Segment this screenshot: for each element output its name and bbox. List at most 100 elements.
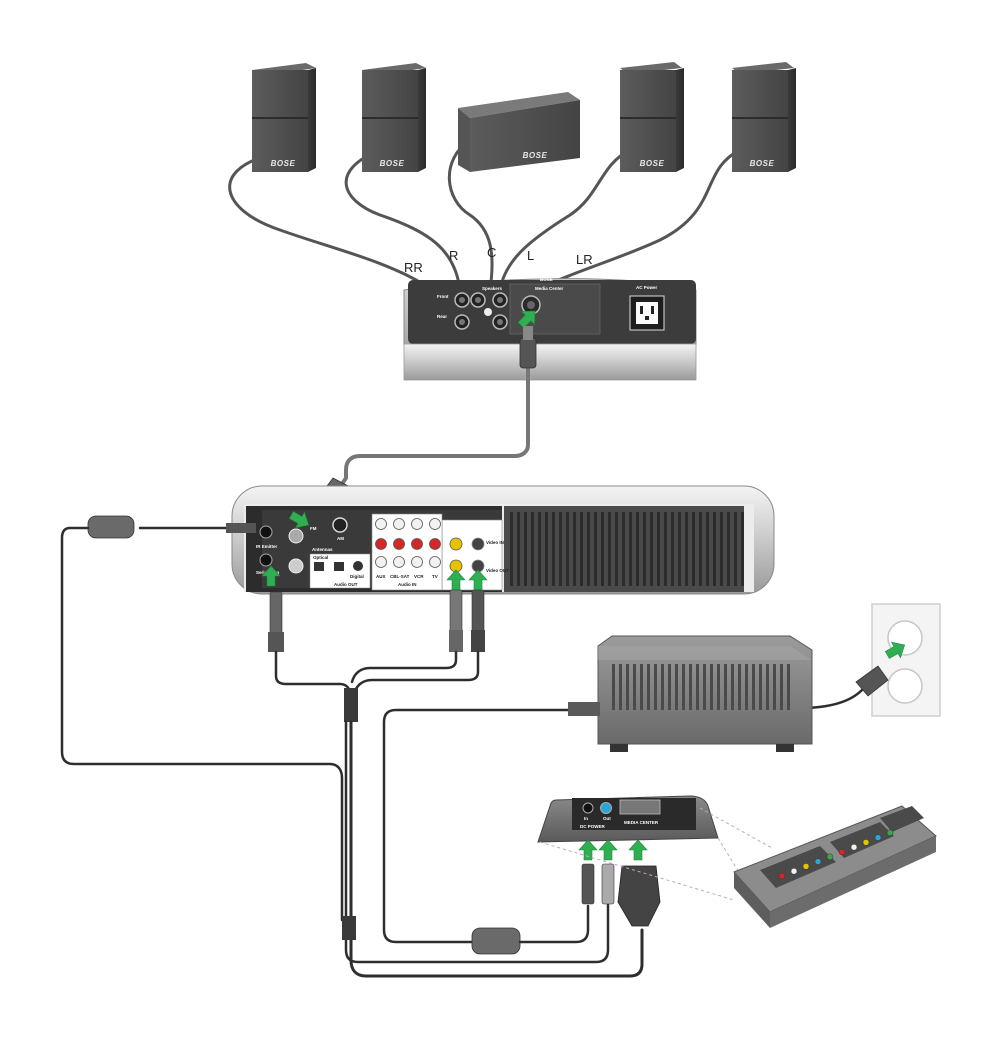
vent-slot (629, 512, 632, 586)
vent-slot (559, 512, 562, 586)
adapter-vent-slot (689, 664, 692, 710)
rca-jack (393, 538, 405, 550)
speaker-left: BOSE (620, 62, 684, 172)
adapter-vent-slot (696, 664, 699, 710)
vent-slot (657, 512, 660, 586)
vent-slot (608, 512, 611, 586)
console-jack (838, 848, 846, 856)
vent-slot (538, 512, 541, 586)
adapter-vent-slot (675, 664, 678, 710)
dc-power-label: DC POWER (580, 824, 606, 829)
channel-label-r: R (449, 248, 458, 263)
vent-slot (741, 512, 744, 586)
adapter-vent-slot (752, 664, 755, 710)
console-jacks (778, 829, 894, 880)
adapter-vent-slot (633, 664, 636, 710)
channel-label-c: C (487, 245, 496, 260)
wall-outlet (855, 603, 941, 717)
vent-slot (622, 512, 625, 586)
channel-label-lr: LR (576, 252, 593, 267)
channel-label-rr: RR (404, 260, 423, 275)
vent-slot (685, 512, 688, 586)
vent-slot (552, 512, 555, 586)
adapter-vent-slot (661, 664, 664, 710)
serial-data-jack (259, 553, 273, 567)
adapter-vent-slot (619, 664, 622, 710)
console-jack (886, 829, 894, 837)
vent-slot (531, 512, 534, 586)
vent-slot (517, 512, 520, 586)
speaker-jack-center (470, 292, 486, 308)
rca-jack (411, 556, 423, 568)
adapter-vent-slot (731, 664, 734, 710)
channel-label-l: L (527, 248, 534, 263)
media-center-unit: IR Emitter Serial Data FM AM Antennas Op… (231, 485, 775, 595)
vent-slot (706, 512, 709, 586)
speaker-brand-label: BOSE (640, 159, 665, 168)
am-antenna-jack (332, 517, 348, 533)
vent-slot (650, 512, 653, 586)
video-composite-jack (449, 537, 463, 573)
antennas-label: Antennas (312, 547, 333, 552)
rca-jack (375, 518, 387, 530)
rca-jack (429, 518, 441, 530)
rear-label: Rear (437, 314, 447, 319)
vent-slot (601, 512, 604, 586)
vent-slot (699, 512, 702, 586)
console-jack (790, 867, 798, 875)
speaker-jack-rear-right (454, 314, 470, 330)
array-brand-label: BOSE (540, 277, 553, 282)
adapter-vents (612, 664, 790, 710)
adapter-vent-slot (773, 664, 776, 710)
vent-slot (720, 512, 723, 586)
audio-in-label: Audio IN (398, 582, 417, 587)
adapter-vent-slot (759, 664, 762, 710)
am-label: AM (337, 536, 344, 541)
vent-slot (524, 512, 527, 586)
video-out-label: Video OUT (486, 568, 509, 573)
power-adapter (568, 635, 813, 752)
adapter-vent-slot (780, 664, 783, 710)
module-in-label: In (584, 816, 588, 821)
adapter-vent-slot (766, 664, 769, 710)
console-jack (814, 858, 822, 865)
speakers-label: Speakers (482, 286, 503, 291)
console-jack (802, 863, 810, 870)
ir-emitter-jack (259, 525, 273, 539)
adapter-vent-slot (738, 664, 741, 710)
cbl-sat-label: CBL-SAT (390, 574, 410, 579)
vent-slot (587, 512, 590, 586)
rca-jack (411, 538, 423, 550)
speaker-right: BOSE (362, 63, 426, 172)
speaker-rear-right: BOSE (252, 63, 316, 172)
optical-label: Optical (313, 555, 328, 560)
console-jack (850, 843, 858, 851)
module-out-label: Out (603, 816, 611, 821)
media-center-connector (619, 799, 661, 815)
vent-slot (678, 512, 681, 586)
speaker-brand-label: BOSE (271, 159, 296, 168)
ac-power-label: AC Power (636, 285, 658, 290)
adapter-vent-slot (682, 664, 685, 710)
console-jack (874, 834, 882, 841)
speaker-brand-label: BOSE (750, 159, 775, 168)
adapter-vent-slot (724, 664, 727, 710)
array-media-center-port (521, 295, 541, 315)
vent-slot (566, 512, 569, 586)
control-console (733, 805, 937, 928)
lower-cables (60, 515, 864, 978)
aux-label: AUX (376, 574, 386, 579)
adapter-vent-slot (640, 664, 643, 710)
media-center-vents (510, 512, 744, 586)
video-in-label: Video IN (486, 540, 504, 545)
audio-out-label: Audio OUT (334, 582, 358, 587)
interface-module: In Out DC POWER MEDIA CENTER (537, 795, 719, 927)
ir-emitter-label: IR Emitter (256, 544, 278, 549)
fm-label: FM (310, 526, 317, 531)
speaker-jack-rear-left (492, 314, 508, 330)
vent-slot (664, 512, 667, 586)
adapter-vent-slot (654, 664, 657, 710)
tv-label: TV (432, 574, 438, 579)
vent-slot (594, 512, 597, 586)
